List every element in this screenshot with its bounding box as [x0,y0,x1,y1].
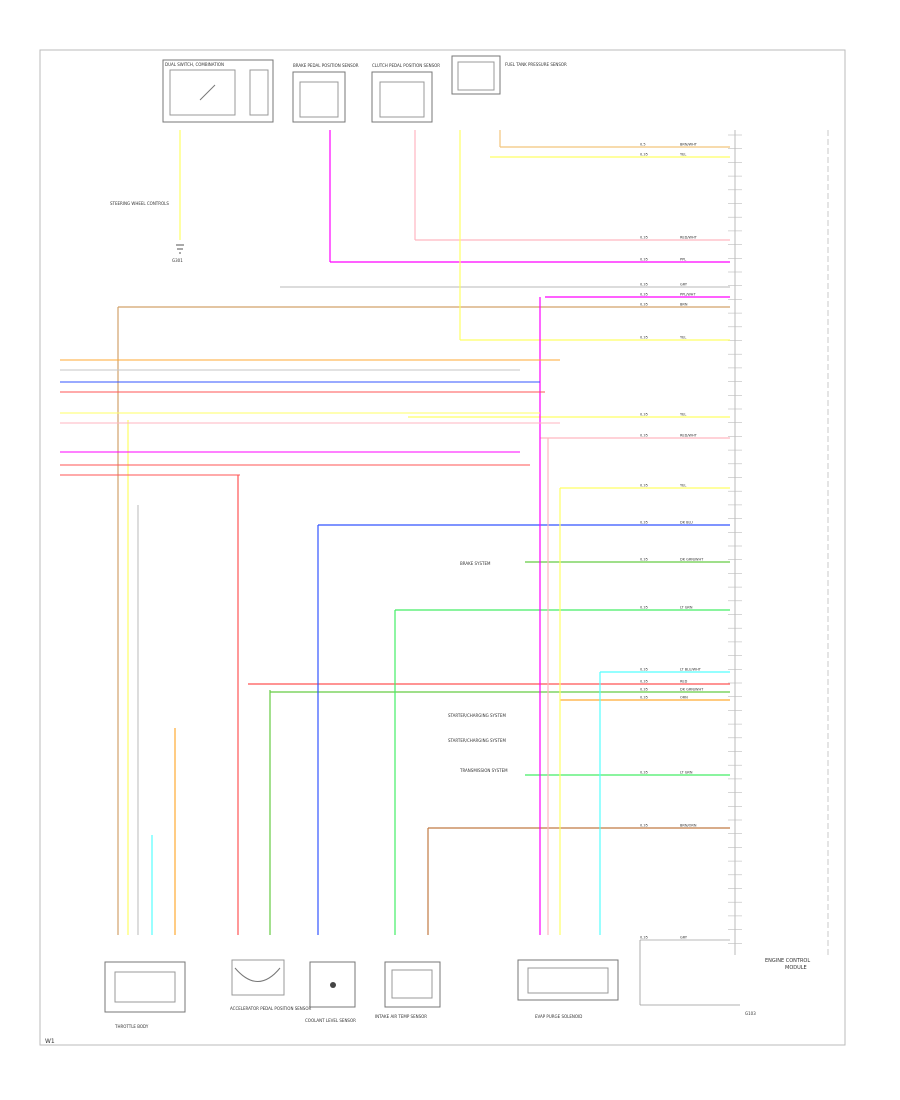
wire-gauge: 0.35 [640,336,648,340]
wire-tag: GRY [680,936,688,940]
wire-gauge: 0.35 [640,521,648,525]
wire-tag: DK GRN/WHT [680,558,704,562]
ecm-pin-list [728,134,742,944]
bottom-right-ground: G103 [639,940,756,1016]
wire-gauge: 0.35 [640,771,648,775]
footer-code: W1 [45,1038,55,1045]
wire-gauge: 0.35 [640,484,648,488]
starter-system-label-2: STARTER/CHARGING SYSTEM [448,738,506,743]
wire-gauge: 0.35 [640,668,648,672]
wire-gauge: 0.35 [640,824,648,828]
wire-tag: LT GRN [680,606,693,610]
transmission-system-label: TRANSMISSION SYSTEM [459,768,508,773]
ecm-label-line2: MODULE [785,965,807,971]
clutch-pedal-sensor-label: CLUTCH PEDAL POSITION SENSOR [372,63,440,68]
wire-gauge: 0.35 [640,293,648,297]
brake-system-label: BRAKE SYSTEM [460,561,491,566]
ground-ref-label: STEERING WHEEL CONTROLS [110,201,169,206]
wire-tag: BRN/WHT [680,143,698,147]
wire-tag: YEL [680,484,686,488]
wire-tag: YEL [680,336,686,340]
ground-name-label: G301 [172,258,183,263]
left-ground: STEERING WHEEL CONTROLS G301 [110,130,184,263]
evap-purge-solenoid-label: EVAP PURGE SOLENOID [535,1014,582,1019]
throttle-body-label: THROTTLE BODY [114,1024,149,1029]
wire-tag: DK BLU [680,521,693,525]
wire-gauge: 0.35 [640,303,648,307]
wire-tag: RED [680,680,688,684]
wire-tag: LT GRN [680,771,693,775]
intake-air-temp-sensor: INTAKE AIR TEMP SENSOR [375,961,441,1019]
wire-gauge: 0.35 [640,696,648,700]
clutch-pedal-sensor: CLUTCH PEDAL POSITION SENSOR [371,63,440,123]
mid-reference-starter-1: STARTER/CHARGING SYSTEM [448,713,506,718]
wire-gauge: 0.35 [640,236,648,240]
wire-gauge: 0.35 [640,153,648,157]
wire-runs: BRN/WHT0.5YEL0.35RED/WHT0.35PPL0.35GRY0.… [60,130,730,941]
wire-gauge: 0.35 [640,558,648,562]
wire-gauge: 0.35 [640,688,648,692]
wire-gauge: 0.35 [640,606,648,610]
intake-air-temp-sensor-label: INTAKE AIR TEMP SENSOR [375,1014,427,1019]
accelerator-pedal-sensor: ACCELERATOR PEDAL POSITION SENSOR [230,959,311,1011]
wire-tag: YEL [680,413,686,417]
starter-system-label-1: STARTER/CHARGING SYSTEM [448,713,506,718]
fuel-tank-sensor-label: FUEL TANK PRESSURE SENSOR [505,62,567,67]
coolant-level-sensor-label: COOLANT LEVEL SENSOR [305,1018,356,1023]
evap-purge-solenoid: EVAP PURGE SOLENOID [517,959,619,1019]
combination-switch-label: DUAL SWITCH, COMBINATION [165,62,224,67]
wire-tag: PPL [680,258,686,262]
diagram-border [39,49,846,1046]
combination-switch: DUAL SWITCH, COMBINATION [162,59,274,123]
wire-tag: RED/WHT [680,236,698,240]
coolant-level-sensor: COOLANT LEVEL SENSOR [305,961,356,1023]
wire-gauge: 0.5 [640,143,646,147]
wire-tag: YEL [680,153,686,157]
wire-tag: GRY [680,283,688,287]
wire-tag: ORN [680,696,688,700]
ecm-connector: ENGINE CONTROL MODULE [728,130,829,971]
mid-reference-starter-2: STARTER/CHARGING SYSTEM [448,738,506,743]
brake-pedal-sensor-label: BRAKE PEDAL POSITION SENSOR [293,63,359,68]
throttle-body: THROTTLE BODY [104,961,186,1029]
accelerator-pedal-sensor-label: ACCELERATOR PEDAL POSITION SENSOR [230,1006,311,1011]
wire-tag: LT BLU/WHT [680,668,702,672]
brake-pedal-sensor: BRAKE PEDAL POSITION SENSOR [292,63,359,123]
wire-gauge: 0.35 [640,413,648,417]
mid-reference-transmission: TRANSMISSION SYSTEM [459,768,508,773]
fuel-tank-sensor: FUEL TANK PRESSURE SENSOR [451,55,567,95]
wire-tag: RED/WHT [680,434,698,438]
ecm-label-line1: ENGINE CONTROL [765,958,810,964]
bottom-right-ground-label: G103 [745,1011,756,1016]
wire-tag: BRN [680,303,688,307]
wire-gauge: 0.35 [640,434,648,438]
wire-tag: BRN/ORN [680,824,697,828]
wire-gauge: 0.35 [640,936,648,940]
mid-reference-brake: BRAKE SYSTEM [460,561,491,566]
wire-gauge: 0.35 [640,258,648,262]
wire-gauge: 0.35 [640,283,648,287]
wire-gauge: 0.35 [640,680,648,684]
wire-tag: DK GRN/WHT [680,688,704,692]
wire-tag: PPL/WHT [680,293,696,297]
